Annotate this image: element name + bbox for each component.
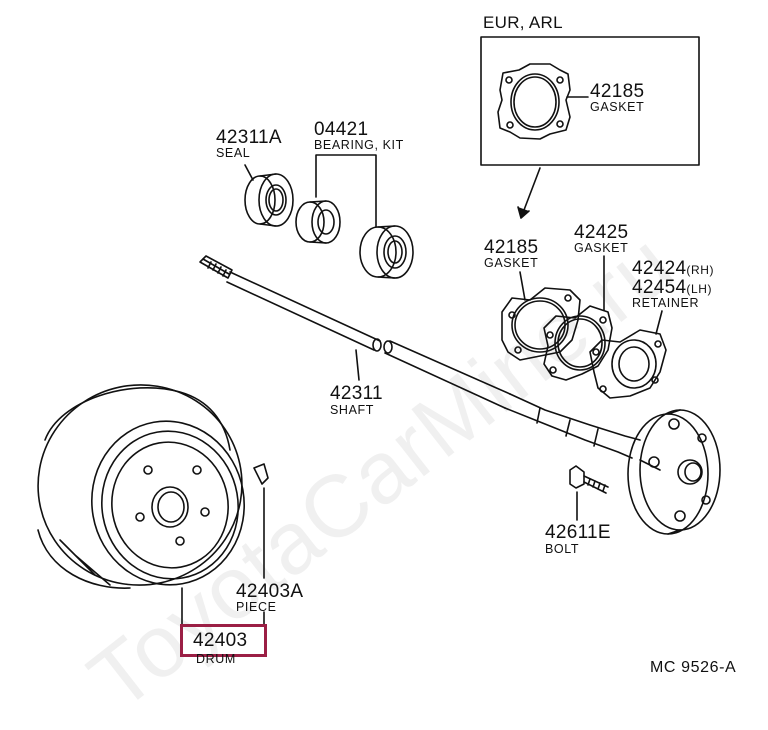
part-number-gasket-left[interactable]: 42185	[484, 237, 539, 258]
part-name-gasket-inset: GASKET	[590, 100, 645, 114]
part-name-gasket-right: GASKET	[574, 241, 629, 255]
gasket-left-icon	[501, 287, 581, 361]
part-number-retainer-rh[interactable]: 42424	[632, 258, 687, 279]
diagram-code: MC 9526-A	[650, 659, 737, 676]
retainer-rh-suffix: (RH)	[686, 263, 715, 277]
part-name-gasket-left: GASKET	[484, 256, 539, 270]
part-number-gasket-inset[interactable]: 42185	[590, 81, 645, 102]
part-name-retainer: RETAINER	[632, 296, 700, 310]
part-name-seal: SEAL	[216, 146, 251, 160]
brake-drum-icon	[37, 384, 245, 589]
inset-arrow	[523, 167, 541, 211]
inset-gasket-icon	[497, 63, 571, 140]
part-number-retainer-lh[interactable]: 42454	[632, 277, 687, 298]
part-name-bolt: BOLT	[545, 542, 580, 556]
piece-icon	[253, 463, 269, 485]
retainer-lh-row: 42454(LH)	[632, 278, 712, 297]
retainer-icon	[589, 329, 667, 399]
inset-title: EUR, ARL	[483, 13, 563, 32]
axle-shaft-icon	[199, 255, 641, 459]
part-number-gasket-right[interactable]: 42425	[574, 222, 629, 243]
diagram-drawing	[37, 36, 721, 625]
hub-bolt-icon	[569, 465, 609, 494]
parts-diagram: ToyotaCarMine.ru	[37, 13, 737, 729]
part-number-shaft[interactable]: 42311	[330, 383, 383, 404]
axle-flange-icon	[627, 409, 721, 535]
seal-icon	[244, 173, 294, 227]
retainer-lh-suffix: (LH)	[686, 282, 713, 296]
part-name-piece: PIECE	[236, 600, 277, 614]
part-number-bearing[interactable]: 04421	[314, 119, 369, 140]
drum-highlight-box	[180, 624, 267, 657]
retainer-rh-row: 42424(RH)	[632, 259, 714, 278]
part-number-drum[interactable]: 42403	[193, 630, 248, 651]
inset-box	[480, 36, 700, 166]
bearing-inner-icon	[295, 200, 341, 244]
part-number-bolt[interactable]: 42611E	[545, 522, 611, 543]
bearing-outer-icon	[359, 225, 414, 279]
part-name-bearing: BEARING, KIT	[314, 138, 404, 152]
part-number-piece[interactable]: 42403A	[236, 581, 304, 602]
part-name-shaft: SHAFT	[330, 403, 374, 417]
part-name-drum: DRUM	[196, 652, 236, 666]
part-number-seal[interactable]: 42311A	[216, 127, 282, 148]
gasket-right-icon	[543, 305, 613, 381]
